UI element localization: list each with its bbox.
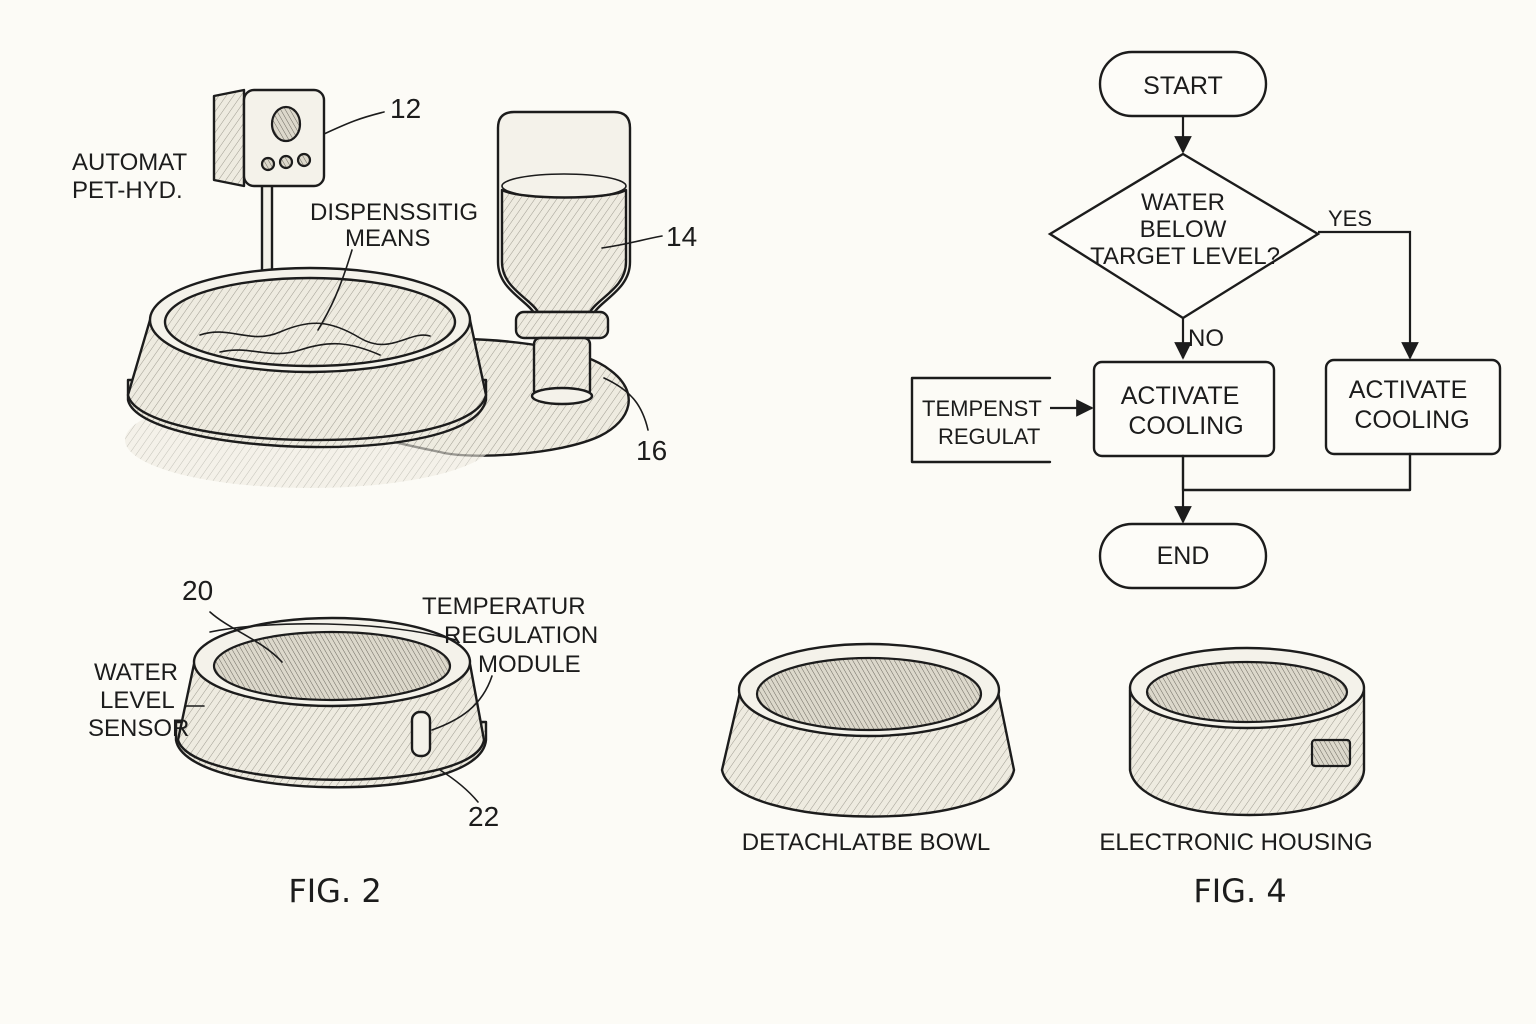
- fig2-caption: FIG. 2: [288, 872, 381, 910]
- decision-line3: TARGET LEVEL?: [1090, 243, 1280, 270]
- start-label: START: [1143, 72, 1223, 100]
- sensor-label-line2: LEVEL: [100, 687, 175, 714]
- sensor-label-line1: WATER: [94, 659, 178, 686]
- large-bowl: [126, 266, 488, 449]
- ref-numeral-12: 12: [390, 93, 421, 124]
- dispense-leader: [317, 249, 353, 331]
- sensor-window: [410, 710, 432, 758]
- flowchart: [910, 50, 1502, 590]
- module-label-line2: REGULATION: [444, 622, 598, 649]
- leader-12: [323, 111, 385, 135]
- control-button-icon: [296, 152, 312, 168]
- no-label: NO: [1188, 325, 1224, 352]
- dispense-label-line2: MEANS: [345, 225, 430, 252]
- ref-numeral-16: 16: [636, 435, 667, 466]
- leader-14: [601, 235, 663, 249]
- decision-line1: WATER: [1141, 189, 1225, 216]
- module-label-line3: MODULE: [478, 651, 581, 678]
- left-process-line1: ACTIVATE: [1121, 382, 1240, 410]
- left-process-line2: COOLING: [1128, 412, 1243, 440]
- fig4-caption: FIG. 4: [1193, 872, 1286, 910]
- side-input-box: [910, 376, 1052, 464]
- fig4-detachable-bowl: [720, 642, 1016, 818]
- side-input-line2: REGULAT: [938, 424, 1040, 449]
- right-process-line1: ACTIVATE: [1349, 376, 1468, 404]
- ref-numeral-14: 14: [666, 221, 697, 252]
- leader-22: [439, 769, 479, 803]
- side-input-line1: TEMPENST: [922, 396, 1042, 421]
- fig2-sensor-bowl: [174, 611, 493, 803]
- device-label-line2: PET-HYD.: [72, 177, 183, 204]
- detachable-bowl-label: DETACHLATBE BOWL: [742, 829, 990, 856]
- leader-module: [431, 675, 493, 731]
- right-process-box: [1324, 358, 1502, 456]
- ref-numeral-20: 20: [182, 575, 213, 606]
- ref-numeral-22: 22: [468, 801, 499, 832]
- end-terminal: [1098, 522, 1268, 590]
- yes-label: YES: [1328, 206, 1372, 231]
- device-label-line1: AUTOMAT: [72, 149, 187, 176]
- bottle-collar: [514, 310, 610, 340]
- control-button-icon: [260, 156, 276, 172]
- end-label: END: [1157, 542, 1210, 570]
- leader-20: [209, 611, 283, 663]
- sensor-label-line3: SENSOR: [88, 715, 189, 742]
- fig4-electronic-housing: [1128, 646, 1366, 817]
- dispense-label-line1: DISPENSSITIG: [310, 199, 478, 226]
- control-button-icon: [278, 154, 294, 170]
- display-slot: [1310, 738, 1352, 768]
- controller-unit: [212, 88, 326, 188]
- display-icon: [270, 105, 302, 143]
- right-process-line2: COOLING: [1354, 406, 1469, 434]
- electronic-housing-label: ELECTRONIC HOUSING: [1099, 829, 1372, 856]
- module-label-line1: TEMPERATUR: [422, 593, 586, 620]
- fig1-hydration-device: [125, 88, 663, 488]
- water-bottle: [496, 110, 632, 406]
- decision-line2: BELOW: [1140, 216, 1227, 243]
- leader-16: [603, 377, 649, 431]
